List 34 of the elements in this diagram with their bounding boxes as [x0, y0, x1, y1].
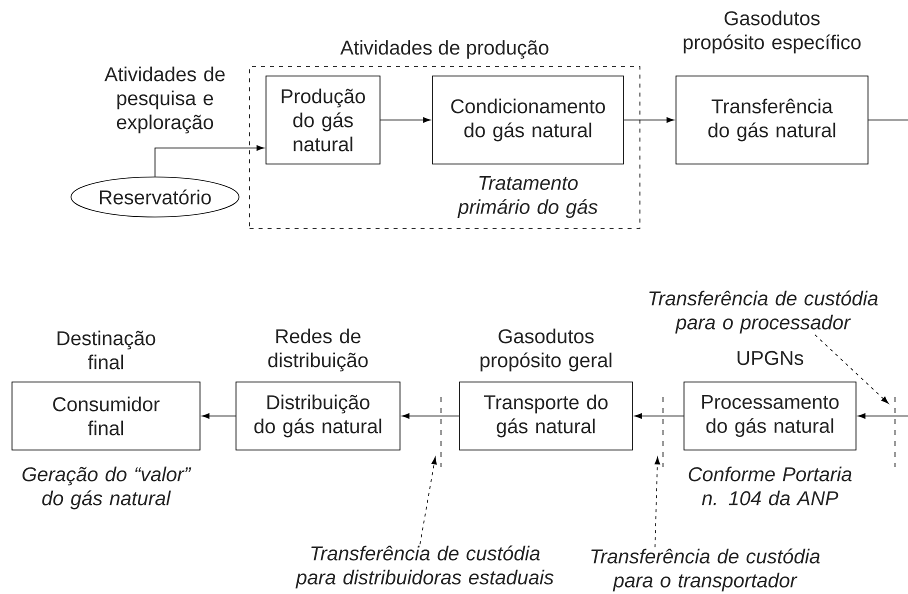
- process-box: Distribuição do gás natural: [236, 382, 400, 450]
- annotation: Tratamento primário do gás: [457, 176, 598, 218]
- heading-label: Gasodutos propósito específico: [684, 10, 861, 54]
- heading-label: Redes de distribuição: [268, 328, 368, 372]
- process-box: Transferência do gás natural: [676, 76, 868, 164]
- callout-text: Transferência de custódia para distribuidoras estaduais: [296, 546, 554, 588]
- dashed-boundary-line: [662, 396, 664, 468]
- annotation: Atividades de pesquisa e exploração: [104, 66, 225, 134]
- arrow: [624, 117, 674, 123]
- leader-line: [420, 456, 437, 545]
- arrow: [380, 117, 431, 123]
- heading-label: Atividades de produção: [340, 40, 548, 59]
- heading-label: Destinação final: [58, 330, 156, 370]
- heading-label: Gasodutos propósito geral: [480, 328, 612, 372]
- dashed-boundary-line: [440, 396, 442, 468]
- arrow: [202, 413, 236, 419]
- arrow: [634, 413, 684, 419]
- process-box: Produção do gás natural: [266, 76, 380, 164]
- leader-line: [654, 456, 660, 548]
- ellipse-node: Reservatório: [70, 176, 240, 218]
- process-box: Condicionamento do gás natural: [432, 76, 624, 164]
- callout-text: Transferência de custódia para o processador: [649, 290, 878, 334]
- callout-text: Transferência de custódia para o transportador: [591, 548, 820, 592]
- annotation: Geração do “valor” do gás natural: [22, 466, 192, 510]
- arrow: [858, 413, 908, 419]
- leader-line: [814, 334, 889, 404]
- process-box: Consumidor final: [12, 382, 200, 450]
- arrow: [154, 145, 264, 177]
- process-box: Processamento do gás natural: [684, 382, 856, 450]
- dashed-boundary-line: [894, 396, 896, 468]
- heading-label: UPGNs: [738, 350, 804, 366]
- annotation: Conforme Portaria n. 104 da ANP: [688, 466, 852, 506]
- process-box: Transporte do gás natural: [459, 382, 633, 450]
- arrow: [402, 413, 460, 419]
